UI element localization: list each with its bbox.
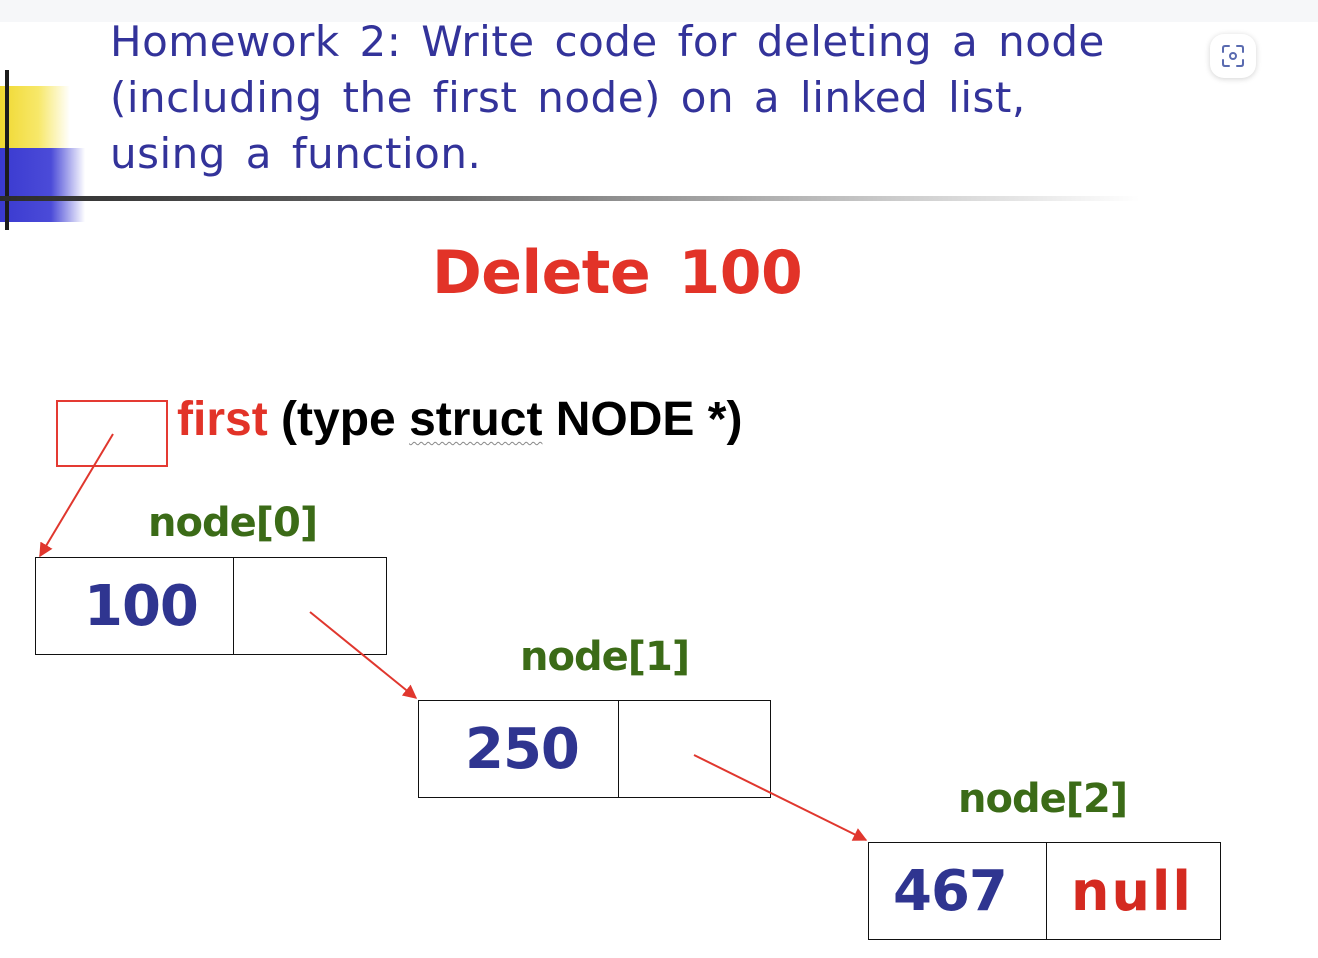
node-2-next: null: [1071, 859, 1193, 923]
pointer-type-open: (type: [281, 393, 396, 446]
first-pointer-box: [56, 400, 168, 467]
node-0-label: node[0]: [148, 500, 318, 546]
node-2-label: node[2]: [958, 776, 1128, 822]
first-to-node-0-arrow: [39, 433, 114, 558]
node-1: 250: [418, 700, 771, 798]
pointer-name: first: [177, 393, 268, 446]
node-1-next-cell: [618, 701, 770, 797]
node-0-next-cell: [233, 558, 386, 654]
node-0-data-cell: 100: [36, 558, 233, 654]
pointer-type-rest: NODE *): [555, 393, 743, 446]
node-0-to-node-1-arrow: [309, 611, 418, 699]
top-strip: [0, 0, 1318, 22]
node-2-next-cell: null: [1046, 843, 1220, 939]
pointer-type-struct: struct: [409, 393, 543, 446]
title-decoration-blue: [0, 148, 85, 222]
first-pointer-label: first (type struct NODE *): [177, 392, 742, 447]
node-2: 467 null: [868, 842, 1221, 940]
title-decoration-vertical-line: [5, 70, 9, 230]
node-0: 100: [35, 557, 387, 655]
node-1-data-cell: 250: [419, 701, 618, 797]
node-1-to-node-2-arrow: [693, 754, 868, 841]
slide-title: Homework 2: Write code for deleting a no…: [110, 17, 1105, 178]
node-2-value: 467: [893, 858, 1008, 924]
title-decoration-yellow: [0, 86, 70, 148]
node-1-label: node[1]: [520, 634, 690, 680]
node-1-value: 250: [465, 716, 580, 782]
scan-icon: [1222, 45, 1244, 67]
node-2-data-cell: 467: [869, 843, 1046, 939]
diagram-heading: Delete 100: [432, 238, 803, 308]
title-underline: [0, 196, 1140, 201]
scan-button[interactable]: [1210, 34, 1256, 78]
node-0-value: 100: [84, 573, 199, 639]
